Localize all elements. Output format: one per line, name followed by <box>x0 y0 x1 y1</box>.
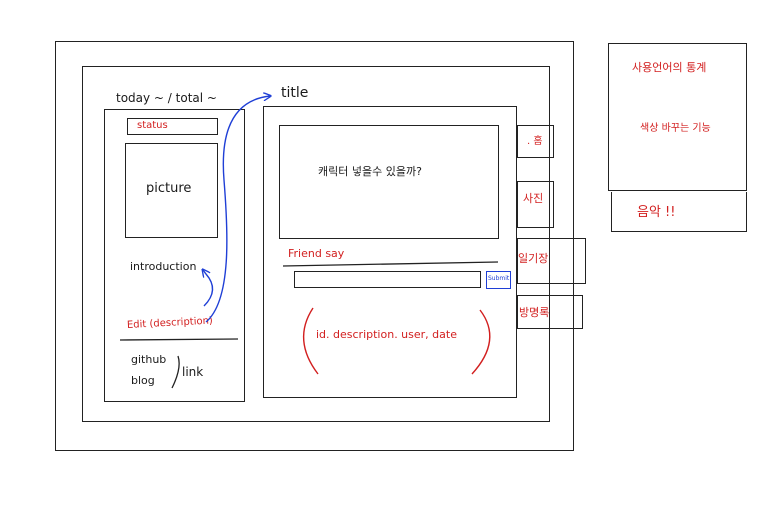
outer-frame <box>55 41 574 451</box>
tab-diary-label: 일기장 <box>518 252 549 265</box>
introduction-text: introduction <box>130 260 197 273</box>
content-placeholder-text: 캐릭터 넣을수 있을까? <box>318 165 422 178</box>
tab-guestbook[interactable] <box>517 295 583 329</box>
submit-button[interactable] <box>486 271 511 289</box>
github-link[interactable]: github <box>131 353 167 366</box>
music-box[interactable] <box>611 192 747 232</box>
tab-home[interactable] <box>517 125 554 158</box>
inner-page-frame <box>82 66 550 422</box>
link-label: link <box>182 365 204 379</box>
comment-input[interactable] <box>294 271 481 288</box>
blog-link[interactable]: blog <box>131 374 155 387</box>
status-label: status <box>137 120 168 131</box>
music-label: 음악 !! <box>637 205 676 220</box>
submit-label: Submit <box>488 275 510 282</box>
friend-say-label: Friend say <box>288 247 345 260</box>
color-change-text[interactable]: 색상 바꾸는 기능 <box>640 123 711 134</box>
page-title: title <box>281 85 309 101</box>
content-area <box>279 125 499 239</box>
tab-guestbook-label: 방명록 <box>519 306 550 319</box>
tab-photos-label: 사진 <box>523 192 544 205</box>
visitor-counter: today ~ / total ~ <box>116 91 217 105</box>
tab-diary[interactable] <box>517 238 586 284</box>
comment-fields-text: id. description. user, date <box>316 328 457 341</box>
tab-home-label: . 홈 <box>527 136 543 147</box>
picture-label: picture <box>146 181 192 196</box>
language-stats-text: 사용언어의 통계 <box>632 61 707 74</box>
tab-photos[interactable] <box>517 181 554 228</box>
side-panel <box>608 43 747 191</box>
